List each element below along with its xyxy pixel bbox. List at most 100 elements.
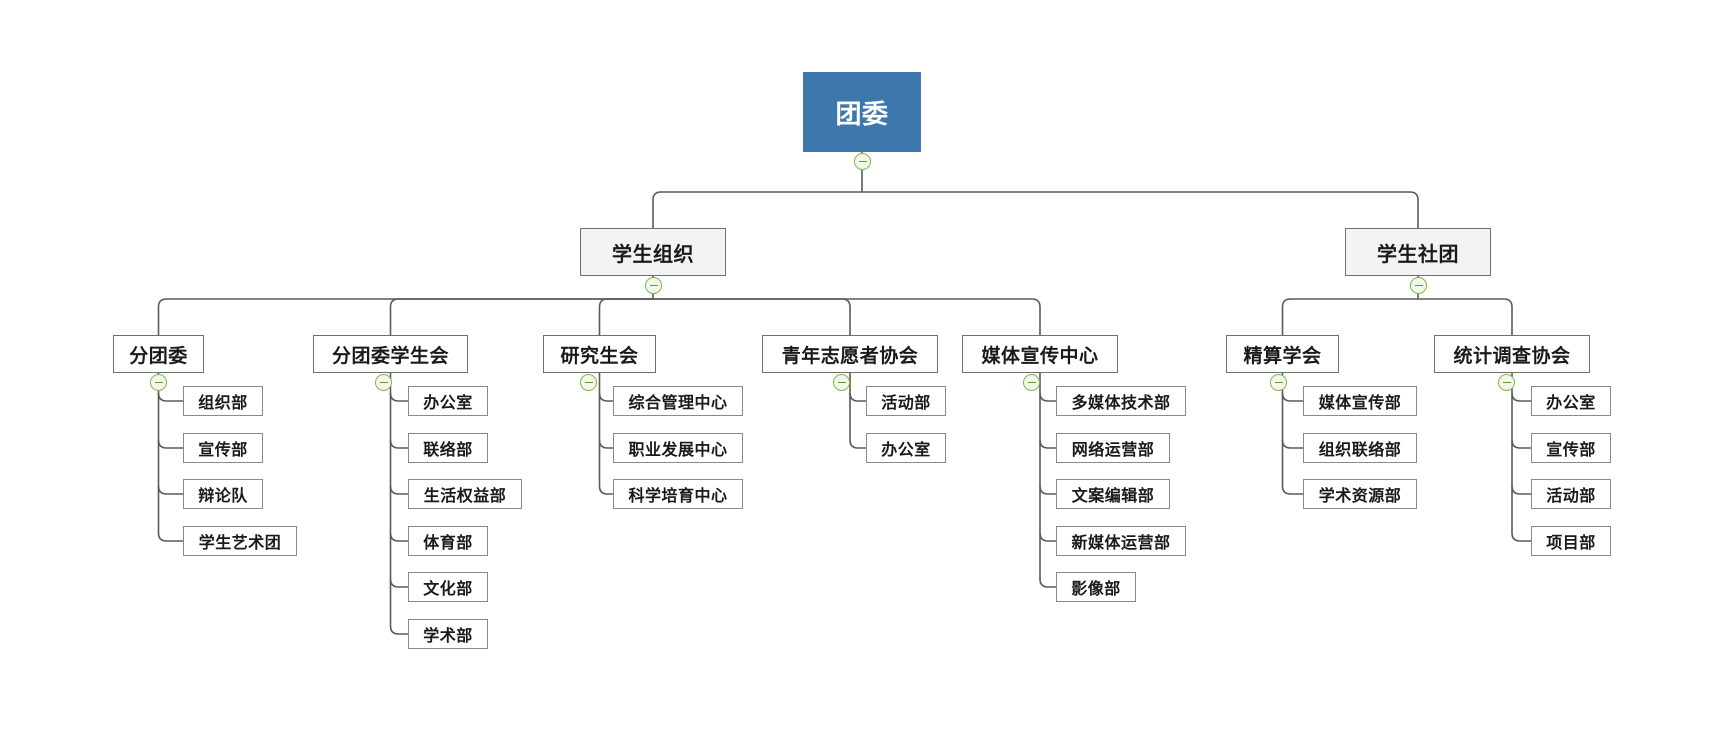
connector-line — [157, 298, 653, 335]
node-label: 统计调查协会 — [1453, 344, 1571, 367]
org-node-jsx-1[interactable]: 媒体宣传部 — [1303, 386, 1417, 416]
org-node-tjd-4[interactable]: 项目部 — [1531, 526, 1611, 556]
node-label: 分团委学生会 — [331, 344, 449, 367]
connector-line — [598, 439, 613, 449]
minus-glyph — [649, 284, 658, 287]
connector-line — [157, 373, 183, 542]
minus-glyph — [584, 381, 593, 384]
org-node-mtx-1[interactable]: 多媒体技术部 — [1056, 386, 1186, 416]
collapse-minus-icon[interactable] — [645, 277, 662, 294]
connector-line — [1511, 373, 1531, 542]
collapse-minus-icon[interactable] — [1410, 277, 1427, 294]
connector-line — [1039, 485, 1056, 495]
node-label: 青年志愿者协会 — [781, 344, 919, 367]
node-label: 辩论队 — [198, 486, 248, 505]
connector-line — [157, 439, 183, 449]
org-node-root[interactable]: 团委 — [803, 72, 921, 152]
org-node-ftw-xueshenghui[interactable]: 分团委学生会 — [313, 335, 468, 373]
connector-line — [1039, 392, 1056, 402]
org-node-mtx-2[interactable]: 网络运营部 — [1056, 433, 1170, 463]
org-node-mtx-3[interactable]: 文案编辑部 — [1056, 479, 1170, 509]
org-node-ftw-2[interactable]: 宣传部 — [183, 433, 263, 463]
org-node-xsh-1[interactable]: 办公室 — [408, 386, 488, 416]
org-node-qnz-1[interactable]: 活动部 — [866, 386, 946, 416]
org-node-tongji-diaocha[interactable]: 统计调查协会 — [1434, 335, 1590, 373]
node-label: 体育部 — [423, 533, 473, 552]
connector-line — [862, 191, 1419, 228]
org-node-ftw-4[interactable]: 学生艺术团 — [183, 526, 297, 556]
node-label: 宣传部 — [198, 440, 248, 459]
org-node-jsx-2[interactable]: 组织联络部 — [1303, 433, 1417, 463]
org-node-ftw-1[interactable]: 组织部 — [183, 386, 263, 416]
connector-line — [1511, 392, 1531, 402]
connector-line — [389, 392, 408, 402]
org-node-ftw-3[interactable]: 辩论队 — [183, 479, 263, 509]
collapse-minus-icon[interactable] — [1270, 374, 1287, 391]
org-node-mtx-4[interactable]: 新媒体运营部 — [1056, 526, 1186, 556]
collapse-minus-icon[interactable] — [375, 374, 392, 391]
org-node-student-clubs[interactable]: 学生社团 — [1345, 228, 1491, 276]
node-label: 学生艺术团 — [198, 533, 282, 552]
connector-line — [1418, 298, 1513, 335]
node-label: 网络运营部 — [1071, 440, 1155, 459]
node-label: 学生组织 — [612, 241, 694, 266]
node-label: 综合管理中心 — [628, 393, 728, 412]
node-label: 办公室 — [881, 440, 931, 459]
org-node-xsh-6[interactable]: 学术部 — [408, 619, 488, 649]
org-node-xsh-2[interactable]: 联络部 — [408, 433, 488, 463]
collapse-minus-icon[interactable] — [854, 153, 871, 170]
org-node-yjs-2[interactable]: 职业发展中心 — [613, 433, 743, 463]
node-label: 科学培育中心 — [628, 486, 728, 505]
org-node-jsx-3[interactable]: 学术资源部 — [1303, 479, 1417, 509]
minus-glyph — [1027, 381, 1036, 384]
org-node-mtx-5[interactable]: 影像部 — [1056, 572, 1136, 602]
minus-glyph — [1502, 381, 1511, 384]
node-label: 多媒体技术部 — [1071, 393, 1171, 412]
node-label: 分团委 — [129, 344, 188, 367]
collapse-minus-icon[interactable] — [1498, 374, 1515, 391]
node-label: 精算学会 — [1243, 344, 1322, 367]
org-node-jingsuan-xuehui[interactable]: 精算学会 — [1226, 335, 1339, 373]
org-node-xsh-3[interactable]: 生活权益部 — [408, 479, 522, 509]
node-label: 联络部 — [423, 440, 473, 459]
node-label: 办公室 — [1546, 393, 1596, 412]
org-node-qnz-2[interactable]: 办公室 — [866, 433, 946, 463]
connector-line — [389, 485, 408, 495]
collapse-minus-icon[interactable] — [150, 374, 167, 391]
minus-glyph — [379, 381, 388, 384]
collapse-minus-icon[interactable] — [580, 374, 597, 391]
connector-line — [389, 578, 408, 588]
org-node-qingnian-zhiyuanzhe[interactable]: 青年志愿者协会 — [762, 335, 938, 373]
connector-line — [1039, 532, 1056, 542]
connector-line — [1281, 373, 1303, 495]
connector-line — [652, 191, 862, 228]
node-label: 活动部 — [1546, 486, 1596, 505]
org-node-yjs-3[interactable]: 科学培育中心 — [613, 479, 743, 509]
org-node-fentuanwei[interactable]: 分团委 — [113, 335, 204, 373]
connector-line — [849, 373, 866, 449]
org-node-meiti-xuanchuan[interactable]: 媒体宣传中心 — [962, 335, 1118, 373]
minus-glyph — [1274, 381, 1283, 384]
node-label: 新媒体运营部 — [1071, 533, 1171, 552]
collapse-minus-icon[interactable] — [833, 374, 850, 391]
minus-glyph — [858, 160, 867, 163]
org-node-yanjiushenghui[interactable]: 研究生会 — [543, 335, 656, 373]
org-node-xsh-4[interactable]: 体育部 — [408, 526, 488, 556]
connector-line — [1511, 439, 1531, 449]
connector-line — [598, 298, 653, 335]
org-node-tjd-1[interactable]: 办公室 — [1531, 386, 1611, 416]
minus-glyph — [154, 381, 163, 384]
org-node-tjd-2[interactable]: 宣传部 — [1531, 433, 1611, 463]
connector-line — [389, 439, 408, 449]
connector-line — [653, 298, 851, 335]
connector-line — [1281, 439, 1303, 449]
minus-glyph — [837, 381, 846, 384]
org-node-xsh-5[interactable]: 文化部 — [408, 572, 488, 602]
collapse-minus-icon[interactable] — [1023, 374, 1040, 391]
org-node-student-orgs[interactable]: 学生组织 — [580, 228, 726, 276]
org-node-tjd-3[interactable]: 活动部 — [1531, 479, 1611, 509]
node-label: 组织部 — [198, 393, 248, 412]
node-label: 研究生会 — [560, 344, 639, 367]
org-node-yjs-1[interactable]: 综合管理中心 — [613, 386, 743, 416]
node-label: 媒体宣传中心 — [981, 344, 1099, 367]
